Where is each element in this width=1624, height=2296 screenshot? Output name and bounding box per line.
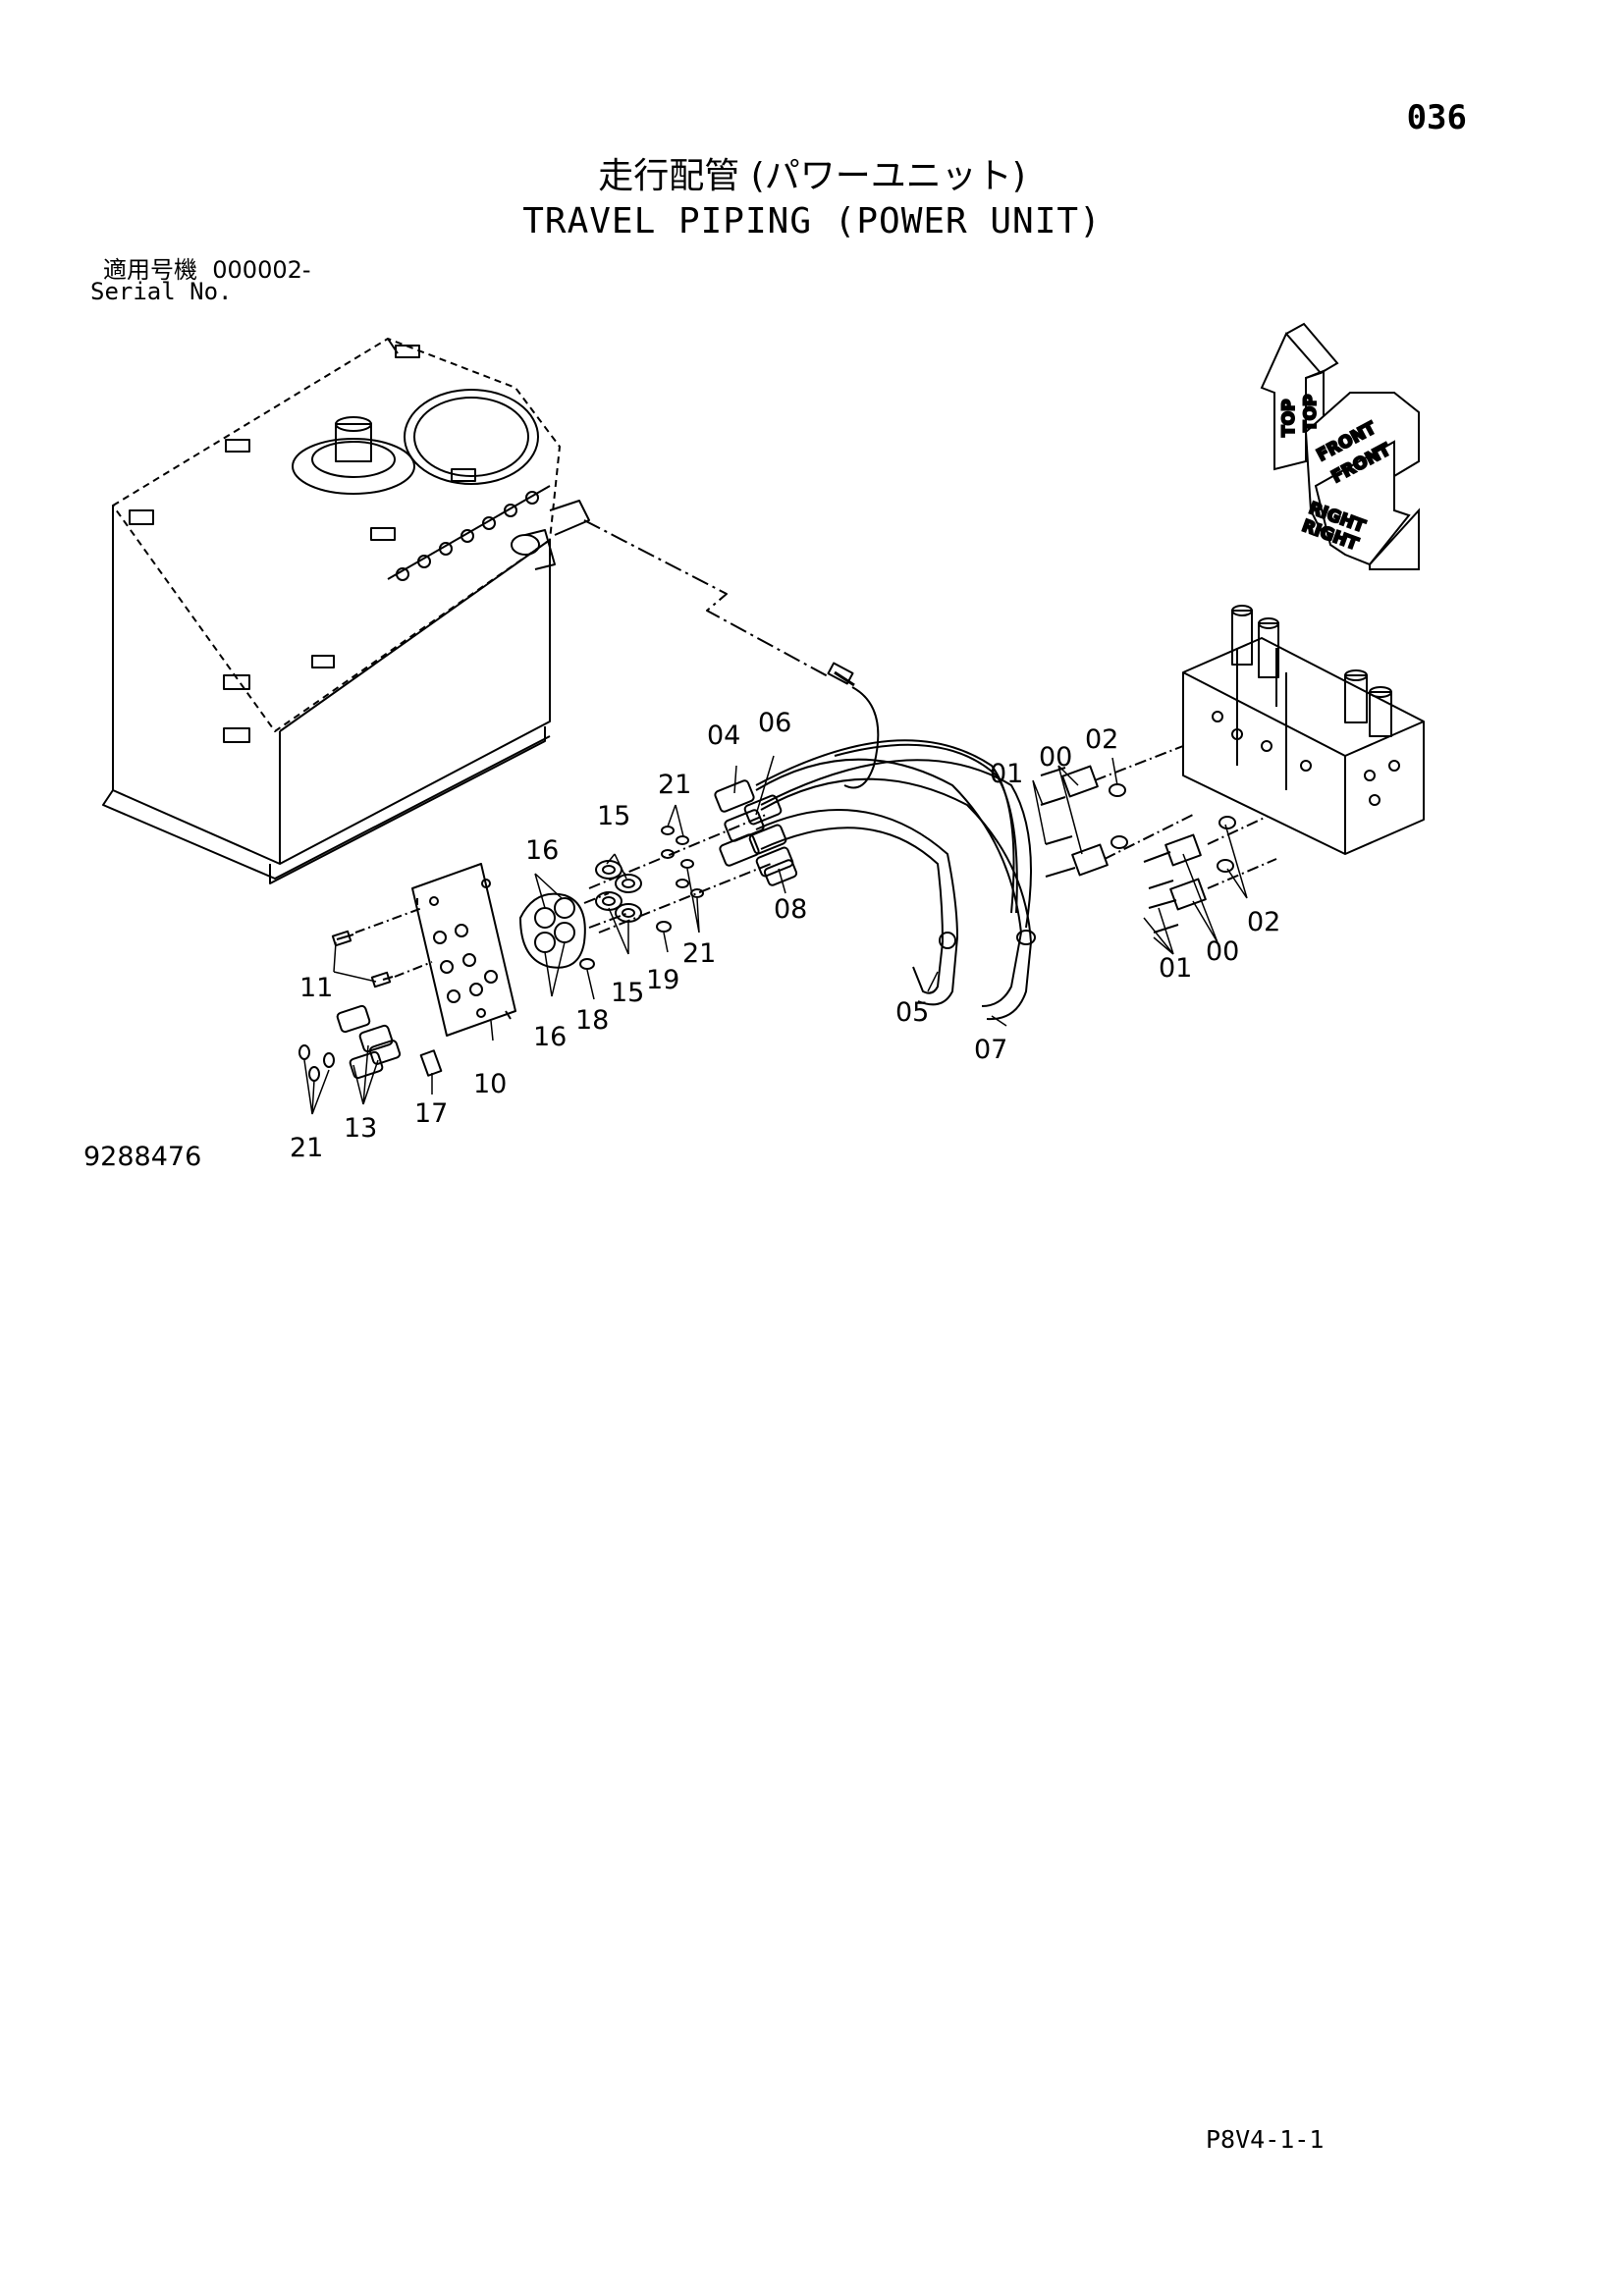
sheet-code: P8V4-1-1	[1206, 2125, 1325, 2154]
callout-02-top: 02	[1085, 724, 1118, 755]
callout-04: 04	[707, 721, 740, 751]
orientation-top-label-2: TOP	[1301, 394, 1321, 432]
hose-fittings	[714, 779, 798, 886]
callout-16-bottom: 16	[533, 1022, 567, 1052]
callout-19: 19	[646, 965, 679, 995]
callout-01-bottom: 01	[1159, 953, 1192, 984]
callout-01-top: 01	[990, 759, 1023, 789]
leader-lines	[303, 755, 1248, 1115]
serial-label-japanese: 適用号機 000002-	[103, 250, 311, 285]
orientation-top-label: TOP	[1279, 399, 1299, 437]
callout-05: 05	[895, 997, 929, 1028]
serial-value: 000002-	[212, 256, 311, 284]
callout-15-bottom: 15	[611, 978, 644, 1008]
control-valve-block	[1182, 605, 1425, 855]
title-japanese: 走行配管 (パワーユニット)	[598, 156, 1026, 196]
callout-18: 18	[575, 1005, 609, 1036]
callout-00-bottom: 00	[1206, 936, 1239, 967]
hose-bundle	[755, 662, 1036, 1021]
callout-17: 17	[414, 1098, 448, 1129]
split-flanges	[1040, 745, 1277, 934]
callout-13: 13	[344, 1113, 377, 1144]
bulkhead-plate	[411, 863, 516, 1037]
callout-08: 08	[774, 894, 807, 925]
callout-numbers: 04 06 08 21 15 16 21 19 15 18 16 11 10 1…	[290, 708, 1280, 1163]
drawing-number: 9288476	[83, 1142, 202, 1172]
callout-15-top: 15	[597, 801, 630, 831]
callout-21-mid: 21	[682, 938, 716, 969]
hydraulic-tank	[102, 338, 590, 884]
callout-21-top: 21	[658, 770, 691, 800]
callout-07: 07	[974, 1035, 1007, 1065]
callout-16-top: 16	[525, 835, 559, 866]
left-fittings	[298, 907, 443, 1082]
callout-00-top: 00	[1039, 742, 1072, 773]
tank-port-row	[387, 485, 551, 581]
callout-11: 11	[299, 973, 333, 1003]
callout-06: 06	[758, 708, 791, 738]
orientation-indicator: TOP TOP FRONT FRONT RIGHT RIGHT	[1260, 322, 1420, 570]
page-number: 036	[1406, 98, 1467, 137]
callout-02-bottom: 02	[1247, 907, 1280, 937]
serial-label-english: Serial No.	[90, 278, 233, 305]
title-english: TRAVEL PIPING (POWER UNIT)	[522, 201, 1102, 241]
callout-10: 10	[473, 1069, 507, 1099]
callout-21-bottom: 21	[290, 1133, 323, 1163]
serial-label-jp-text: 適用号機	[103, 256, 197, 284]
